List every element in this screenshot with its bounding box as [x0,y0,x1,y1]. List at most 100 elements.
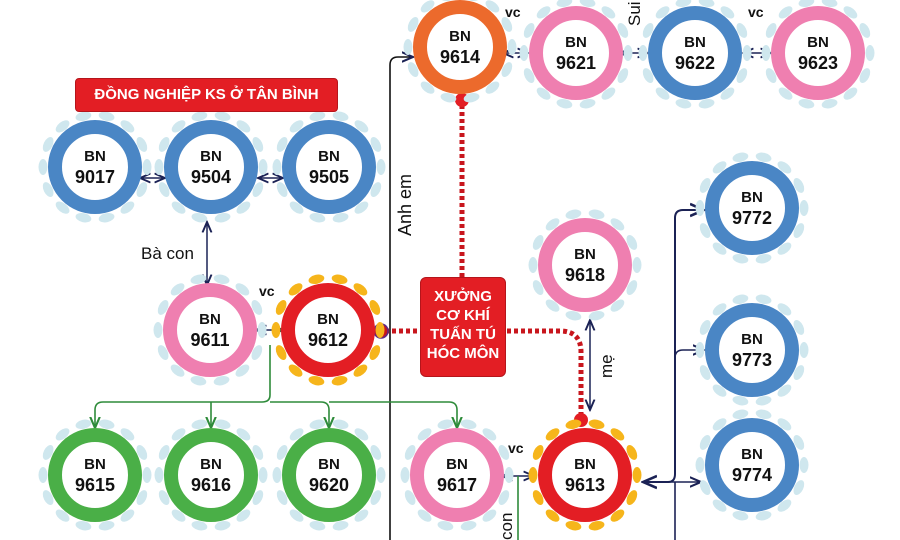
relation-vc: vc [259,283,275,299]
patient-ring [538,218,632,312]
patient-id: 9617 [437,475,477,495]
patient-node-9614: BN 9614 [403,0,517,103]
patient-ring [705,161,799,255]
virus-spikes-icon [154,419,268,531]
patient-node-9773: BN 9773 [695,294,809,406]
virus-spikes-icon [638,0,752,109]
green-branch-9617 [329,401,457,428]
patient-prefix: BN [317,311,339,328]
patient-node-9622: BN 9622 [638,0,752,109]
patient-prefix: BN [807,34,829,51]
patient-prefix: BN [199,311,221,328]
patient-id: 9505 [309,167,349,187]
workshop-line: CƠ KHÍ [436,307,490,324]
relation-anh-em: Anh em [395,173,415,236]
patient-node-9017: BN 9017 [38,111,152,223]
patient-id: 9622 [675,53,715,73]
virus-spikes-icon [272,419,386,531]
patient-id: 9614 [440,47,480,67]
patient-id: 9774 [732,465,772,485]
patient-prefix: BN [200,456,222,473]
virus-spikes-icon [272,111,386,223]
patient-ring [164,120,258,214]
patient-ring [163,283,257,377]
patient-node-9613: BN 9613 [528,419,642,531]
patient-node-9623: BN 9623 [761,0,875,109]
patient-ring [771,6,865,100]
patient-prefix: BN [84,148,106,165]
patient-id: 9620 [309,475,349,495]
virus-spikes-icon [695,152,809,264]
virus-spikes-icon [400,419,514,531]
virus-spikes-icon [403,0,517,103]
patient-prefix: BN [741,189,763,206]
patient-ring [48,428,142,522]
green-branch-9620 [270,401,329,428]
patient-node-9772: BN 9772 [695,152,809,264]
patient-prefix: BN [84,456,106,473]
virus-spikes-icon [528,209,642,321]
patient-node-9774: BN 9774 [695,409,809,521]
patient-prefix: BN [574,456,596,473]
workshop-line: XƯỞNG [434,288,492,305]
patient-id: 9613 [565,475,605,495]
relation-vc: vc [508,440,524,456]
relation-con: con [497,512,516,540]
patient-id: 9618 [565,265,605,285]
virus-spikes-icon [761,0,875,109]
patient-id: 9623 [798,53,838,73]
virus-spikes-icon [528,419,642,531]
patient-ring [410,428,504,522]
patient-prefix: BN [741,446,763,463]
patient-id: 9621 [556,53,596,73]
patient-prefix: BN [741,331,763,348]
patient-prefix: BN [318,148,340,165]
patient-ring [282,120,376,214]
patient-id: 9773 [732,350,772,370]
patient-ring [529,6,623,100]
patient-id: 9611 [190,330,229,350]
patient-ring [282,428,376,522]
virus-spikes-icon [695,409,809,521]
patient-id: 9017 [75,167,115,187]
virus-spikes-icon [38,111,152,223]
workshop-line: TUẤN TÚ [430,326,496,343]
virus-spikes-icon [271,274,385,386]
patient-ring [538,428,632,522]
patient-id: 9772 [732,208,772,228]
patient-ring [164,428,258,522]
patient-id: 9615 [75,475,115,495]
relation-vc: vc [505,4,521,20]
virus-spikes-icon [695,294,809,406]
virus-spikes-icon [153,274,267,386]
patient-ring [705,418,799,512]
patient-ring [281,283,375,377]
patient-node-9611: BN 9611 [153,274,267,386]
patient-node-9617: BN 9617 [400,419,514,531]
patient-ring [48,120,142,214]
group-label-colleagues: ĐỒNG NGHIỆP KS Ở TÂN BÌNH [75,78,338,112]
relation-me: mẹ [597,354,616,378]
patient-ring [705,303,799,397]
relation-sui: Sui [625,1,644,26]
patient-prefix: BN [200,148,222,165]
patient-ring [648,6,742,100]
relation-ba-con: Bà con [141,244,194,263]
tree-977x [643,210,704,483]
patient-prefix: BN [449,28,471,45]
green-tree [95,345,271,428]
workshop-line: HÓC MÔN [426,345,500,362]
virus-spikes-icon [38,419,152,531]
link-to-9773 [674,350,704,359]
dotted-workshop-9613 [507,328,584,418]
patient-prefix: BN [684,34,706,51]
patient-ring [413,0,507,94]
patient-node-9505: BN 9505 [272,111,386,223]
patient-prefix: BN [446,456,468,473]
